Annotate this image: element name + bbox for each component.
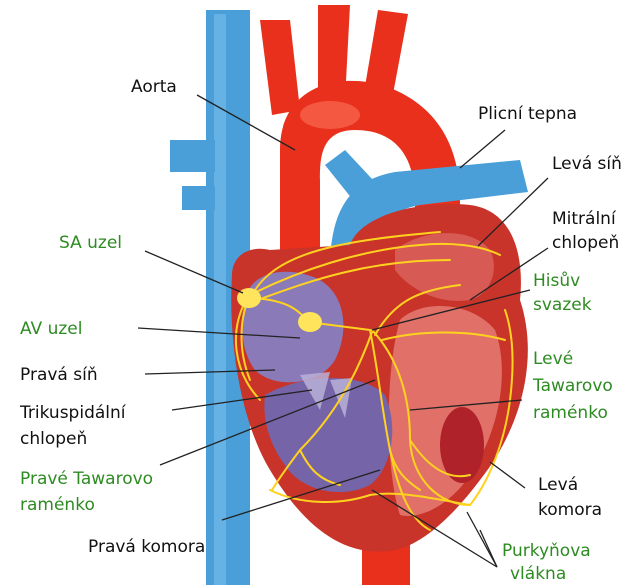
label-right-ventricle: Pravá komora <box>88 536 205 558</box>
left-ventricle-chamber <box>389 306 502 516</box>
label-tricuspid-1: Trikuspidální <box>20 402 126 424</box>
label-aorta: Aorta <box>131 76 177 98</box>
label-right-atrium: Pravá síň <box>20 364 98 386</box>
label-mitral-valve-2: chlopeň <box>552 232 619 254</box>
label-pulmonary-artery: Plicní tepna <box>478 103 577 125</box>
label-left-bundle-2: Tawarovo <box>533 375 613 397</box>
left-ventricle-inner <box>440 407 484 483</box>
label-purkinje-1: Purkyňova <box>502 540 591 562</box>
label-av-node: AV uzel <box>20 318 82 340</box>
pulmonary-vein-left-2 <box>182 186 215 210</box>
label-left-bundle-3: raménko <box>533 402 608 424</box>
label-tricuspid-2: chlopeň <box>20 428 87 450</box>
label-left-ventricle-2: komora <box>538 499 602 521</box>
label-sa-node: SA uzel <box>59 232 122 254</box>
label-bundle-his-2: svazek <box>533 294 592 316</box>
aortic-branch-1 <box>260 20 300 115</box>
label-right-bundle-2: raménko <box>20 494 95 516</box>
pulmonary-vein-left <box>170 140 215 172</box>
sa-node-icon <box>237 288 261 308</box>
label-left-atrium: Levá síň <box>552 153 622 175</box>
label-purkinje-2: vlákna <box>510 563 566 585</box>
aortic-arch-shine <box>300 101 360 129</box>
label-bundle-his-1: Hisův <box>533 270 580 292</box>
label-mitral-valve-1: Mitrální <box>552 208 616 230</box>
label-right-bundle-1: Pravé Tawarovo <box>20 468 153 490</box>
av-node-icon <box>298 312 322 332</box>
label-left-ventricle-1: Levá <box>538 474 578 496</box>
vena-cava-highlight <box>214 14 226 585</box>
label-left-bundle-1: Levé <box>533 348 573 370</box>
